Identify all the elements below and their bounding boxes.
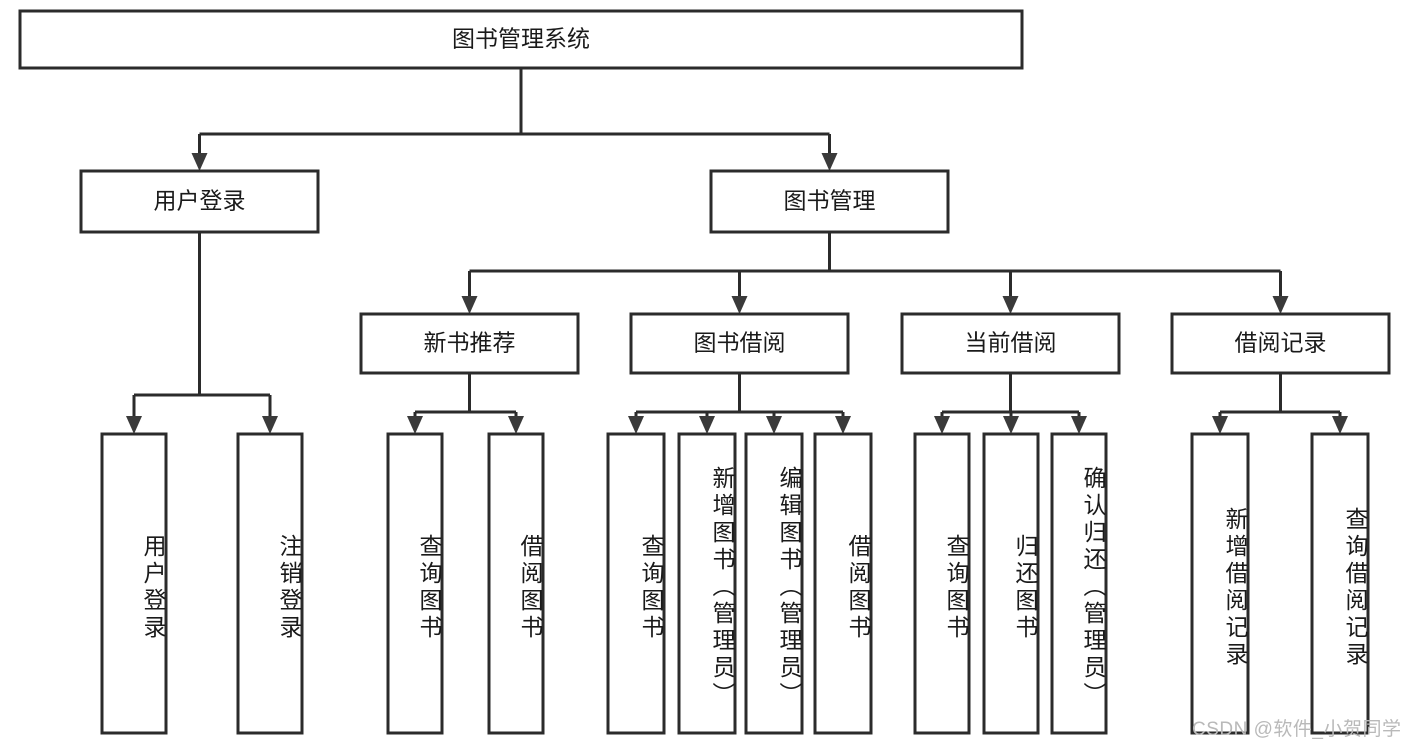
arrow-head <box>1272 296 1289 314</box>
arrow-head <box>461 296 478 314</box>
node-label-root: 图书管理系统 <box>452 26 590 52</box>
node-box-leaf-2[interactable] <box>386 432 444 735</box>
arrow-head <box>1071 416 1087 434</box>
node-box-leaf-6[interactable] <box>744 432 804 735</box>
arrow-head <box>1332 416 1348 434</box>
watermark-text: CSDN @软件_小贺同学 <box>1192 719 1402 740</box>
arrow-head <box>766 416 782 434</box>
node-box-level3-0[interactable] <box>359 312 580 375</box>
node-box-leaf-4[interactable] <box>606 432 666 735</box>
node-box-leaf-5[interactable] <box>677 432 737 735</box>
node-box-level2-0[interactable] <box>79 169 320 234</box>
arrow-head <box>1002 296 1019 314</box>
node-box-leaf-8[interactable] <box>913 432 971 735</box>
connector-group <box>126 68 1348 434</box>
node-box-level3-1[interactable] <box>629 312 850 375</box>
node-box-leaf-9[interactable] <box>982 432 1040 735</box>
arrow-head <box>262 416 278 434</box>
node-box-leaf-10[interactable] <box>1050 432 1108 735</box>
node-label-level2-0: 用户登录 <box>154 188 246 214</box>
node-label-level3-0: 新书推荐 <box>424 330 516 356</box>
arrow-head <box>934 416 950 434</box>
arrow-head <box>731 296 748 314</box>
arrow-head <box>191 153 208 171</box>
arrow-head <box>508 416 524 434</box>
node-box-leaf-11[interactable] <box>1190 432 1250 735</box>
node-box-root[interactable] <box>18 9 1024 70</box>
node-box-level2-1[interactable] <box>709 169 950 234</box>
arrow-head <box>628 416 644 434</box>
arrow-head <box>699 416 715 434</box>
node-box-level3-2[interactable] <box>900 312 1121 375</box>
node-label-level3-2: 当前借阅 <box>965 330 1057 356</box>
node-label-level3-3: 借阅记录 <box>1235 330 1327 356</box>
node-box-level3-3[interactable] <box>1170 312 1391 375</box>
arrow-head <box>407 416 423 434</box>
node-box-leaf-1[interactable] <box>236 432 304 735</box>
node-box-leaf-7[interactable] <box>813 432 873 735</box>
arrow-head <box>1212 416 1228 434</box>
node-box-leaf-3[interactable] <box>487 432 545 735</box>
node-box-group <box>18 9 1391 735</box>
arrow-head <box>126 416 142 434</box>
arrow-head <box>821 153 838 171</box>
node-box-leaf-12[interactable] <box>1310 432 1370 735</box>
node-box-leaf-0[interactable] <box>100 432 168 735</box>
node-label-level2-1: 图书管理 <box>784 188 876 214</box>
arrow-head <box>835 416 851 434</box>
node-label-level3-1: 图书借阅 <box>694 330 786 356</box>
arrow-head <box>1003 416 1019 434</box>
